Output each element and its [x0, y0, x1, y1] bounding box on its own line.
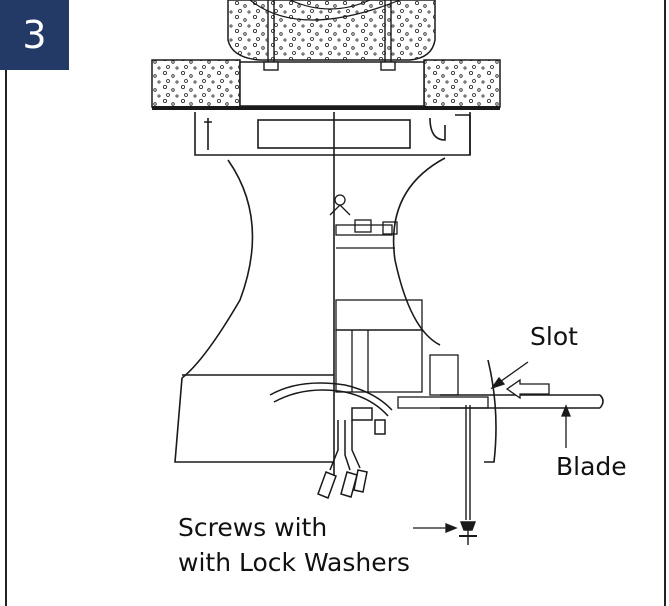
label-slot: Slot	[530, 322, 578, 351]
callout-arrows	[413, 361, 571, 533]
frame-left-border	[5, 70, 7, 606]
mounting-rods	[263, 0, 396, 71]
frame-right-border	[664, 0, 666, 606]
wire-harness	[269, 382, 393, 499]
label-screws-line1: Screws with	[178, 513, 328, 542]
ceiling-panel	[151, 59, 501, 110]
label-screws-line2: with Lock Washers	[178, 548, 410, 577]
canopy-body	[174, 112, 497, 476]
step-number-badge: 3	[0, 0, 69, 70]
motor-internals	[329, 194, 489, 409]
screw	[459, 405, 477, 545]
label-blade: Blade	[556, 452, 627, 481]
motor-housing	[227, 0, 436, 61]
